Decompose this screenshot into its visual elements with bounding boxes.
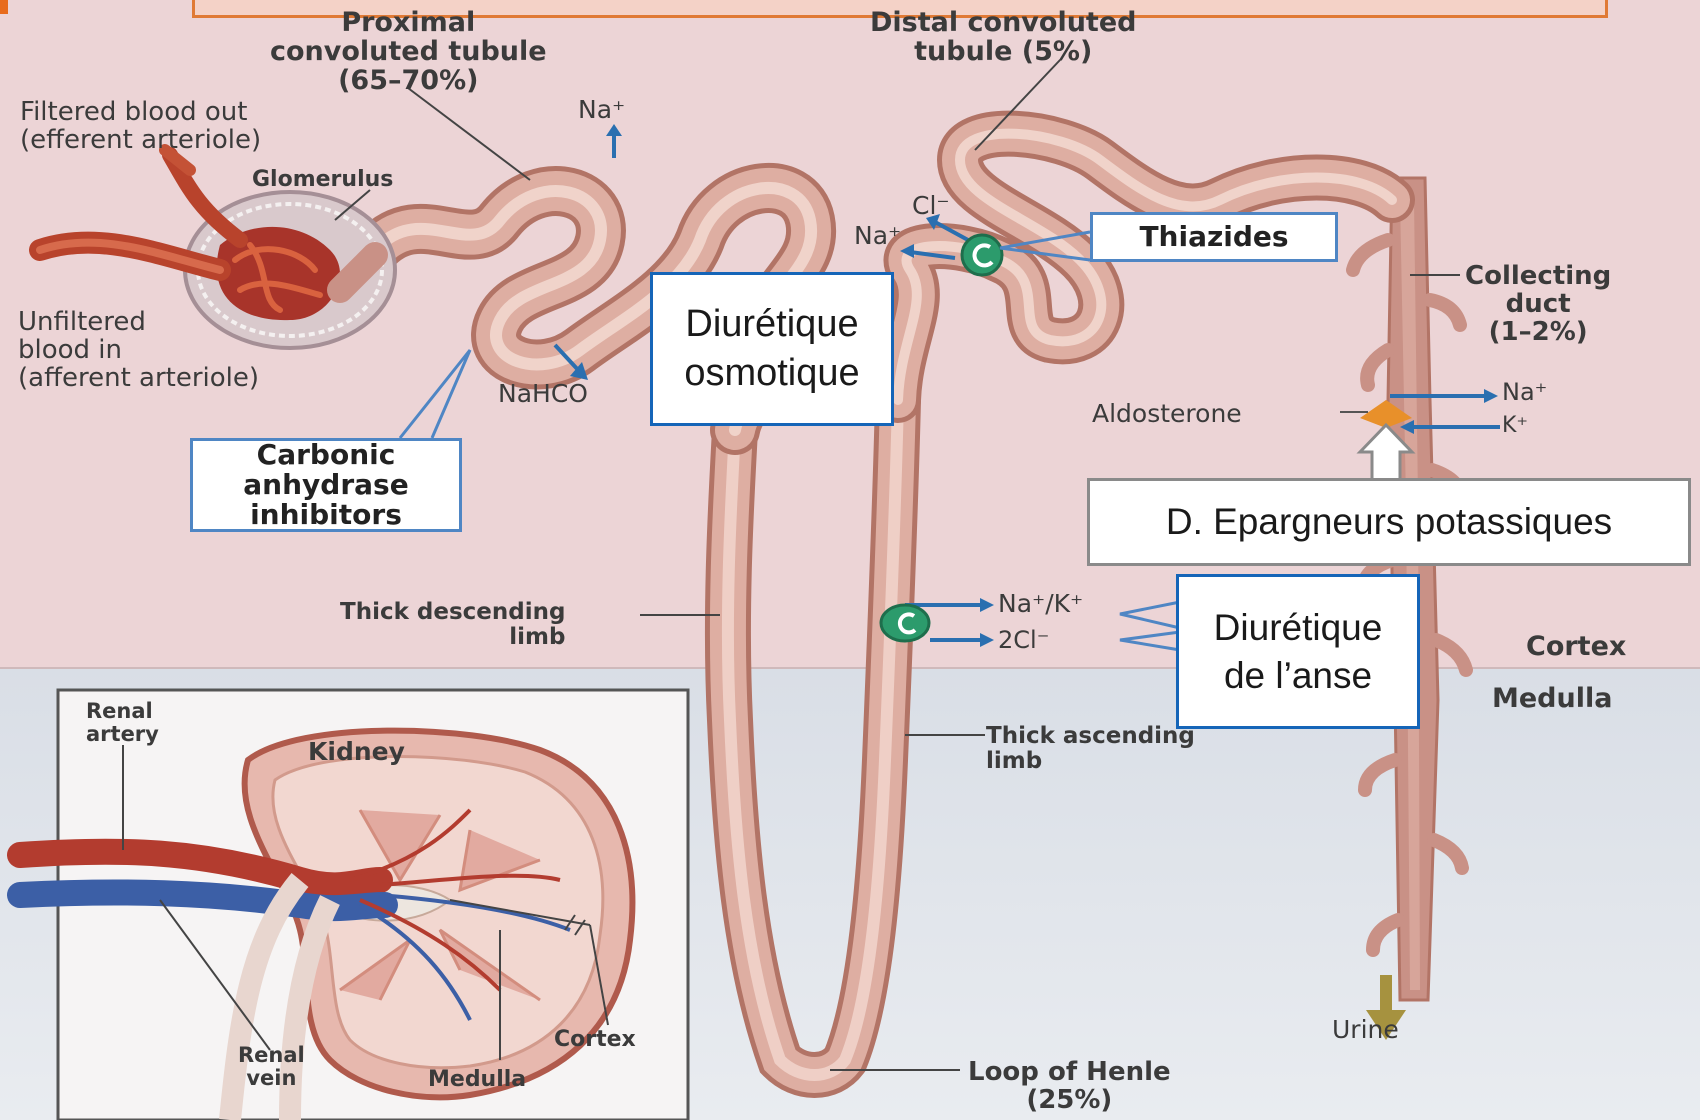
aldosterone-label: Aldosterone	[1092, 400, 1242, 427]
na-cd-label: Na⁺	[1502, 380, 1547, 406]
filtered-blood-out-label: Filtered blood out (efferent arteriole)	[20, 98, 261, 154]
inset-cortex-label: Cortex	[554, 1028, 636, 1052]
nahco3-label: NaHCO	[498, 380, 588, 407]
thiazides-box: Thiazides	[1090, 212, 1338, 262]
thick-descending-limb-label: Thick descending limb	[340, 600, 565, 650]
unfiltered-blood-in-label: Unfiltered blood in (afferent arteriole)	[18, 308, 259, 392]
na-top-label: Na⁺	[578, 96, 625, 123]
na-dct-label: Na⁺	[854, 222, 901, 249]
cl-dct-label: Cl⁻	[912, 192, 950, 219]
loop-diuretic-callout: Diurétique de l’anse	[1176, 574, 1420, 729]
cortex-region-label: Cortex	[1526, 632, 1626, 661]
osmotic-diuretic-callout: Diurétique osmotique	[650, 272, 894, 426]
corner-tab	[0, 0, 8, 14]
renal-artery-label: Renal artery	[86, 700, 159, 745]
carbonic-anhydrase-inhibitors-box: Carbonic anhydrase inhibitors	[190, 438, 462, 532]
dct-title: Distal convoluted tubule (5%)	[870, 8, 1136, 66]
loop-of-henle-label: Loop of Henle (25%)	[968, 1058, 1171, 1114]
thick-ascending-limb-label: Thick ascending limb	[986, 724, 1195, 774]
k-cd-label: K⁺	[1502, 414, 1528, 438]
inset-medulla-label: Medulla	[428, 1068, 526, 1092]
nacl-cotransporter-icon	[962, 235, 1002, 275]
2cl-loop-label: 2Cl⁻	[998, 628, 1049, 654]
collecting-duct-label: Collecting duct (1–2%)	[1465, 262, 1611, 346]
medulla-region-label: Medulla	[1492, 684, 1612, 713]
pct-title: Proximal convoluted tubule (65–70%)	[270, 8, 547, 95]
glomerulus-label: Glomerulus	[252, 168, 393, 192]
urine-label: Urine	[1332, 1016, 1399, 1043]
nkcc-cotransporter-icon	[881, 605, 929, 641]
kidney-label: Kidney	[308, 738, 405, 765]
potassium-sparing-callout: D. Epargneurs potassiques	[1087, 478, 1691, 566]
na-k-loop-label: Na⁺/K⁺	[998, 590, 1083, 617]
renal-vein-label: Renal vein	[238, 1044, 305, 1089]
